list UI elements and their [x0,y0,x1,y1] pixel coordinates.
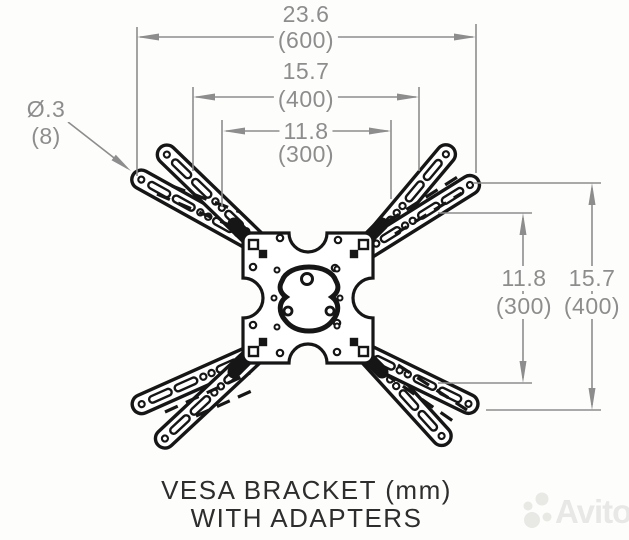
caption-line-2: WITH ADAPTERS [190,503,423,533]
dim-300-right-mm: (300) [491,294,557,319]
avito-watermark: Avito [519,487,629,540]
plate-square-holes [247,238,370,358]
avito-watermark-text: Avito [555,493,629,530]
dim-300-top-mm: (300) [273,142,339,167]
caption-line-1: VESA BRACKET (mm) [161,475,452,505]
dim-300-top-inches: 11.8 [279,119,333,144]
center-opening [277,264,341,334]
dim-600-mm: (600) [273,28,339,53]
corner-joints [227,217,389,379]
dim-400-top-inches: 15.7 [278,59,334,84]
dim-hole-diameter-mm: (8) [27,124,65,149]
dim-300-right-inches: 11.8 [497,266,551,291]
dim-400-top-mm: (400) [273,87,339,112]
avito-logo-icon [523,492,552,528]
dim-400-right-mm: (400) [559,294,625,319]
dim-400-right-inches: 15.7 [564,266,620,291]
plate-round-holes [248,233,344,358]
dim-hole-diameter-inches: Ø.3 [22,97,70,122]
dim-600-inches: 23.6 [278,2,334,27]
center-opening-left-tab [282,305,294,317]
center-opening-top-hole [300,272,314,286]
center-opening-right-tab [324,305,336,317]
